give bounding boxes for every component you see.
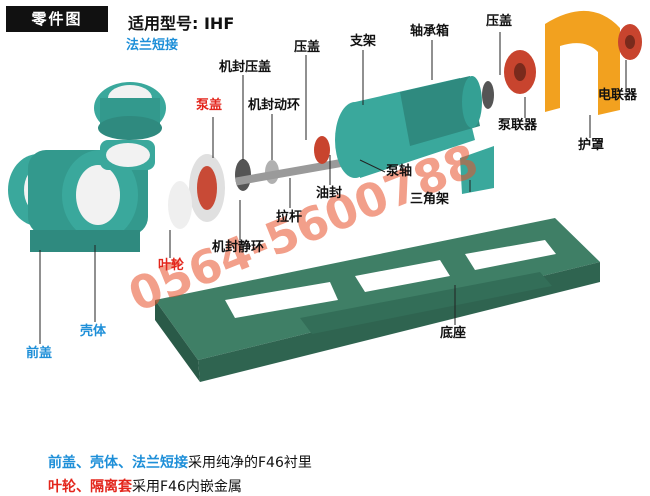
label-oil-seal: 油封 <box>316 186 343 201</box>
note2-desc: 采用F46内嵌金属 <box>132 479 242 495</box>
label-pump-shaft: 泵轴 <box>386 164 413 179</box>
flange-pipe-drawing <box>94 82 166 140</box>
label-front-cover: 前盖 <box>26 346 53 361</box>
casing-drawing <box>8 140 155 252</box>
label-base: 底座 <box>440 326 467 341</box>
note2-parts: 叶轮、隔离套 <box>48 479 132 495</box>
label-bracket: 支架 <box>350 34 377 49</box>
bearing-box-drawing <box>335 76 494 194</box>
label-seal-gland: 机封压盖 <box>219 60 272 75</box>
label-pump-cover: 泵盖 <box>196 98 223 113</box>
label-impeller: 叶轮 <box>158 258 185 273</box>
seal-parts-drawing <box>235 136 345 191</box>
label-motor-coupling: 电联器 <box>598 88 638 103</box>
note1-parts: 前盖、壳体、法兰短接 <box>48 455 188 471</box>
lining-note-2: 叶轮、隔离套采用F46内嵌金属 <box>48 476 242 496</box>
label-gland-1: 压盖 <box>294 40 321 55</box>
label-flange-pipe: 法兰短接 <box>126 38 179 53</box>
label-gland-2: 压盖 <box>486 14 513 29</box>
label-seal-static-ring: 机封静环 <box>212 240 265 255</box>
model-label: 适用型号: IHF <box>128 14 235 33</box>
coupling-guard-drawing <box>504 10 642 115</box>
label-guard: 护罩 <box>578 138 605 153</box>
label-casing: 壳体 <box>80 324 107 339</box>
leader-lines <box>39 32 627 344</box>
label-bearing-box: 轴承箱 <box>410 24 450 39</box>
lining-note-1: 前盖、壳体、法兰短接采用纯净的F46衬里 <box>48 452 312 472</box>
label-seal-moving-ring: 机封动环 <box>248 98 301 113</box>
note1-desc: 采用纯净的F46衬里 <box>188 455 312 471</box>
parts-diagram-tag: 零件图 <box>6 6 108 32</box>
label-tie-rod: 拉杆 <box>276 210 303 225</box>
base-frame-drawing <box>155 218 600 382</box>
label-triangle-bracket: 三角架 <box>410 192 450 207</box>
label-pump-coupling: 泵联器 <box>498 118 538 133</box>
pump-cover-drawing <box>168 154 225 229</box>
